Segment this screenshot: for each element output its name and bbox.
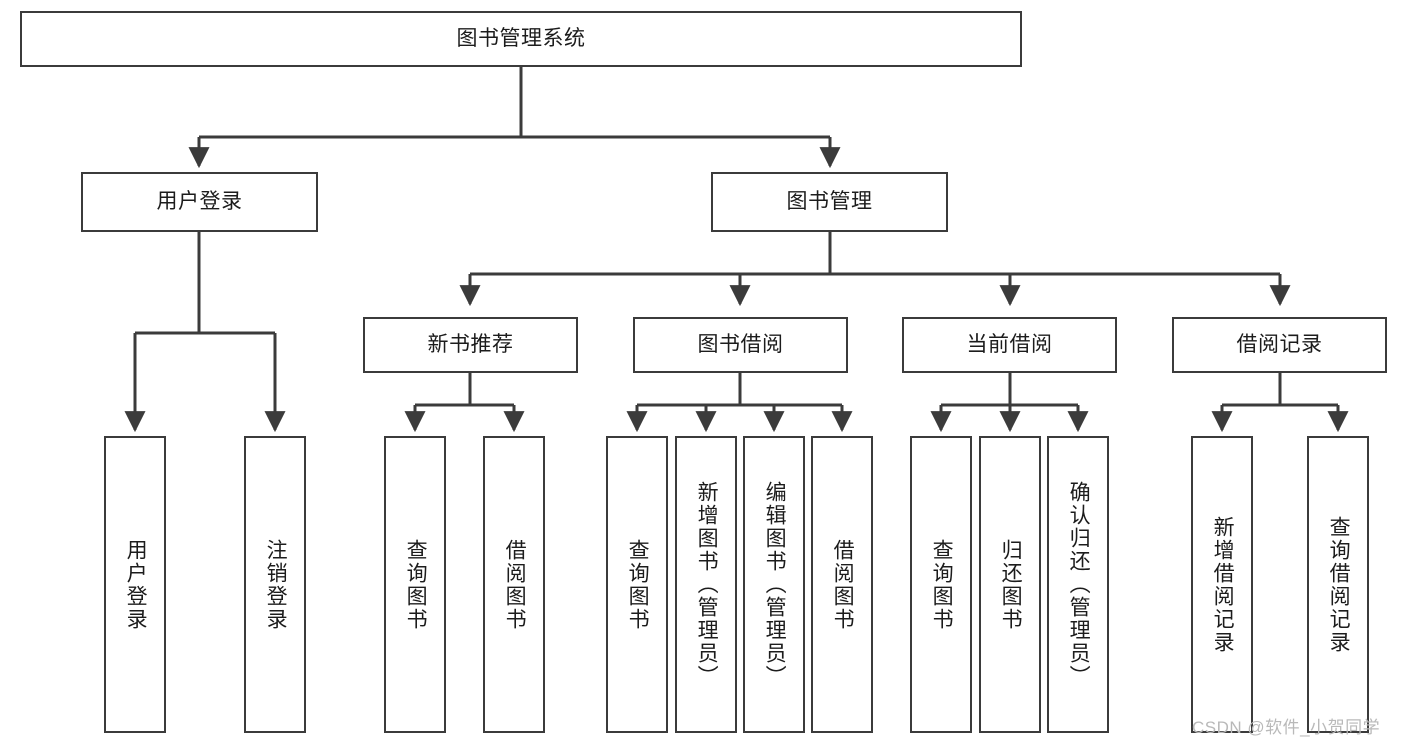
node-user-login-label: 用户登录: [156, 190, 243, 214]
leaf-new-book-borrow[interactable]: 借阅图书: [483, 436, 545, 733]
node-borrow-record-label: 借阅记录: [1236, 333, 1323, 357]
leaf-book-borrow-query[interactable]: 查询图书: [606, 436, 668, 733]
node-book-management[interactable]: 图书管理: [711, 172, 948, 232]
leaf-user-login-logout[interactable]: 注销登录: [244, 436, 306, 733]
node-book-borrow-label: 图书借阅: [697, 333, 784, 357]
leaf-book-borrow-borrow[interactable]: 借阅图书: [811, 436, 873, 733]
node-book-management-label: 图书管理: [786, 190, 873, 214]
leaf-label: 查询图书: [930, 538, 954, 631]
leaf-new-book-query[interactable]: 查询图书: [384, 436, 446, 733]
leaf-label: 归还图书: [999, 538, 1023, 631]
node-root[interactable]: 图书管理系统: [20, 11, 1022, 67]
leaf-label: 新增借阅记录: [1211, 515, 1235, 654]
leaf-borrow-record-add[interactable]: 新增借阅记录: [1191, 436, 1253, 733]
leaf-book-borrow-edit[interactable]: 编辑图书（管理员）: [743, 436, 805, 733]
leaf-label: 新增图书（管理员）: [695, 481, 719, 688]
leaf-label: 查询图书: [404, 538, 428, 631]
node-new-book-recommend-label: 新书推荐: [427, 333, 514, 357]
leaf-label: 借阅图书: [503, 538, 527, 631]
node-current-borrow[interactable]: 当前借阅: [902, 317, 1117, 373]
node-borrow-record[interactable]: 借阅记录: [1172, 317, 1387, 373]
leaf-borrow-record-query[interactable]: 查询借阅记录: [1307, 436, 1369, 733]
leaf-label: 借阅图书: [831, 538, 855, 631]
leaf-label: 确认归还（管理员）: [1067, 481, 1091, 688]
leaf-current-borrow-query[interactable]: 查询图书: [910, 436, 972, 733]
leaf-user-login-login[interactable]: 用户登录: [104, 436, 166, 733]
leaf-label: 编辑图书（管理员）: [763, 481, 787, 688]
csdn-watermark: CSDN @软件_小贺同学: [1192, 718, 1381, 737]
leaf-label: 查询借阅记录: [1327, 515, 1351, 654]
node-new-book-recommend[interactable]: 新书推荐: [363, 317, 578, 373]
leaf-label: 注销登录: [264, 538, 288, 631]
leaf-label: 查询图书: [626, 538, 650, 631]
leaf-label: 用户登录: [124, 538, 148, 631]
node-root-label: 图书管理系统: [456, 27, 586, 51]
leaf-book-borrow-add[interactable]: 新增图书（管理员）: [675, 436, 737, 733]
node-current-borrow-label: 当前借阅: [966, 333, 1053, 357]
leaf-current-borrow-confirm-return[interactable]: 确认归还（管理员）: [1047, 436, 1109, 733]
node-book-borrow[interactable]: 图书借阅: [633, 317, 848, 373]
node-user-login[interactable]: 用户登录: [81, 172, 318, 232]
leaf-current-borrow-return[interactable]: 归还图书: [979, 436, 1041, 733]
